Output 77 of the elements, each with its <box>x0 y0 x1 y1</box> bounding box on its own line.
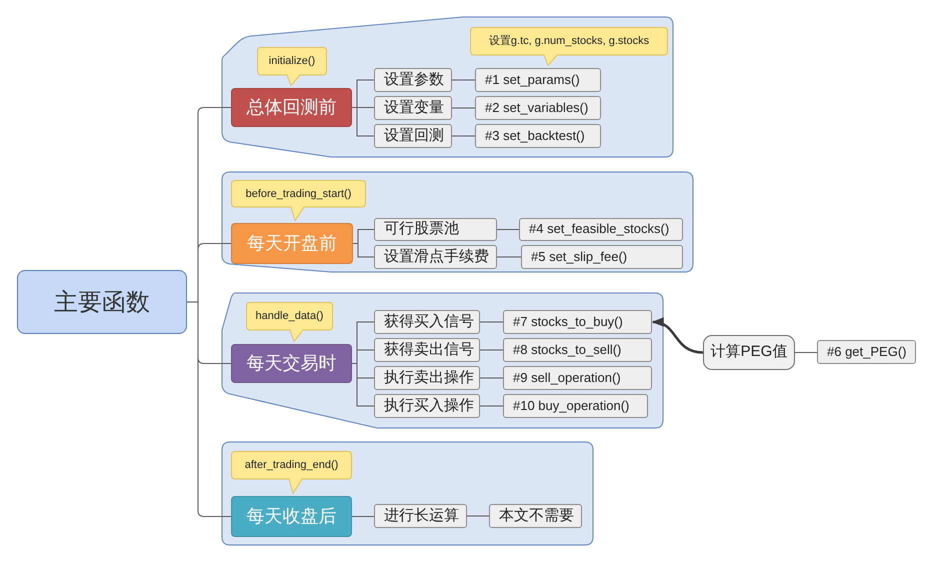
function-label: #1 set_params() <box>485 72 580 88</box>
subtopic-box <box>703 335 795 370</box>
main-topic-box <box>231 88 352 127</box>
connector-line <box>496 256 522 258</box>
function-label: #5 set_slip_fee() <box>531 248 628 266</box>
main-topic-label: 每天交易时 <box>246 352 336 375</box>
function-box <box>519 218 683 241</box>
subtopic-label: 设置滑点手续费 <box>384 248 489 266</box>
subtopic-label: 设置变量 <box>384 98 444 118</box>
connector-line <box>186 302 232 517</box>
callout-bubble <box>246 302 333 342</box>
subtopic-box <box>374 124 452 148</box>
central-topic-box <box>17 270 187 334</box>
boundary-region <box>221 171 694 273</box>
callout-bubble <box>257 47 327 86</box>
function-box <box>503 338 652 362</box>
subtopic-box <box>489 504 582 528</box>
main-topic-label: 总体回测前 <box>246 96 336 119</box>
callout-text: initialize() <box>268 54 316 68</box>
subtopic-label: 设置回测 <box>384 126 444 146</box>
function-label: #2 set_variables() <box>485 100 588 116</box>
subtopic-label: 执行卖出操作 <box>384 368 474 388</box>
main-topic-label: 每天开盘前 <box>247 232 337 255</box>
boundary-region <box>221 16 674 159</box>
callout-text: 设置g.tc, g.num_stocks, g.stocks <box>488 34 650 48</box>
subtopic-box <box>374 245 497 269</box>
central-topic-label: 主要函数 <box>54 287 150 317</box>
connector-line <box>496 229 520 230</box>
subtopic-label: 获得卖出信号 <box>384 340 474 360</box>
function-label: #9 sell_operation() <box>513 370 621 386</box>
subtopic-box <box>374 394 480 418</box>
subtopic-label: 进行长运算 <box>384 506 459 526</box>
callout-text: after_trading_end() <box>244 458 338 472</box>
function-box <box>503 366 652 390</box>
function-box <box>817 340 916 364</box>
subtopic-box <box>374 504 467 528</box>
callout-text: before_trading_start() <box>246 186 352 200</box>
subtopic-box <box>374 68 452 92</box>
connector-line <box>794 352 818 353</box>
function-label: #6 get_PEG() <box>827 344 906 360</box>
connector-line <box>352 363 374 406</box>
subtopic-label: 计算PEG值 <box>710 343 788 362</box>
subtopic-box <box>374 366 480 390</box>
subtopic-box <box>374 310 480 334</box>
function-box <box>503 394 648 418</box>
subtopic-box <box>374 338 480 362</box>
main-topic-box <box>231 496 352 537</box>
function-label: #3 set_backtest() <box>485 128 585 144</box>
subtopic-label: 设置参数 <box>384 70 444 90</box>
main-topic-label: 每天收盘后 <box>246 505 336 528</box>
callout-bubble <box>231 180 366 221</box>
function-label: #10 buy_operation() <box>513 398 630 414</box>
main-topic-box <box>231 344 352 383</box>
main-topic-box <box>231 223 353 264</box>
connector-line <box>352 107 374 136</box>
callout-text: handle_data() <box>256 309 324 323</box>
function-label: #8 stocks_to_sell() <box>513 342 622 358</box>
subtopic-box <box>374 96 452 120</box>
function-label: #4 set_feasible_stocks() <box>529 221 670 238</box>
function-label: #7 stocks_to_buy() <box>513 314 623 330</box>
subtopic-label: 可行股票池 <box>384 220 459 239</box>
function-box <box>475 124 601 148</box>
subtopic-label: 执行买入操作 <box>384 396 474 416</box>
subtopic-label: 本文不需要 <box>499 506 574 526</box>
arrow <box>652 318 704 354</box>
function-box <box>475 96 601 120</box>
boundary-region <box>221 292 664 429</box>
function-box <box>475 68 601 92</box>
subtopic-label: 获得买入信号 <box>384 312 474 332</box>
subtopic-box <box>374 218 497 241</box>
connector-line <box>352 243 374 258</box>
callout-bubble <box>231 451 352 494</box>
function-box <box>503 310 652 334</box>
boundary-region <box>221 441 594 547</box>
connector-line <box>352 516 374 517</box>
function-box <box>521 245 683 269</box>
callout-bubble <box>470 27 668 66</box>
